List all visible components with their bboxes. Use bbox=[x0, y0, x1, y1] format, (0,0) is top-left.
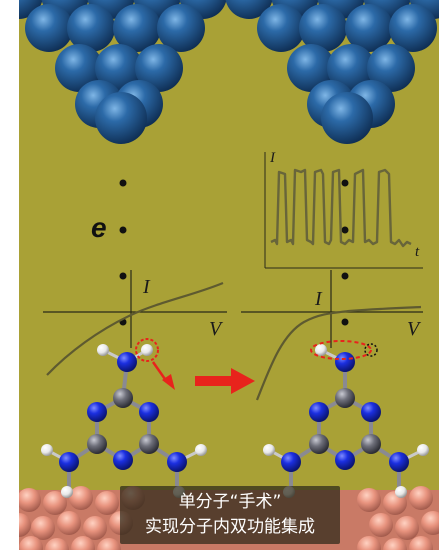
caption-line-1: 单分子“手术” bbox=[178, 492, 282, 512]
caption-line-2: 实现分子内双功能集成 bbox=[145, 517, 315, 537]
left-iv-plot bbox=[43, 270, 227, 376]
red-dashed-circle-icon bbox=[135, 338, 159, 362]
current-time-trace bbox=[264, 152, 423, 269]
left-stm-tip bbox=[19, 0, 227, 144]
left-voltage-axis-label: V bbox=[209, 318, 222, 340]
right-electron-path bbox=[341, 179, 349, 326]
right-iv-plot bbox=[241, 270, 423, 401]
left-iv-curve bbox=[46, 281, 224, 376]
right-molecule bbox=[263, 344, 429, 498]
small-red-arrow-icon bbox=[151, 361, 175, 390]
scene: e I V I V I t bbox=[19, 0, 439, 550]
scene-graphics bbox=[19, 0, 439, 550]
trace-time-axis-label: t bbox=[415, 244, 420, 260]
left-current-axis-label: I bbox=[143, 276, 150, 298]
electron-label: e bbox=[91, 212, 107, 243]
caption-box: 单分子“手术” 实现分子内双功能集成 bbox=[120, 486, 340, 544]
right-voltage-axis-label: V bbox=[407, 318, 420, 340]
left-molecule bbox=[41, 344, 207, 498]
right-iv-curve bbox=[255, 305, 422, 401]
trace-current-axis-label: I bbox=[270, 150, 275, 166]
red-dashed-ellipse-icon bbox=[310, 340, 372, 360]
right-current-axis-label: I bbox=[315, 288, 322, 310]
right-stm-tip bbox=[225, 0, 439, 144]
red-right-arrow-icon bbox=[195, 368, 255, 394]
black-dashed-circle-icon bbox=[364, 343, 378, 357]
left-electron-path bbox=[119, 179, 127, 326]
